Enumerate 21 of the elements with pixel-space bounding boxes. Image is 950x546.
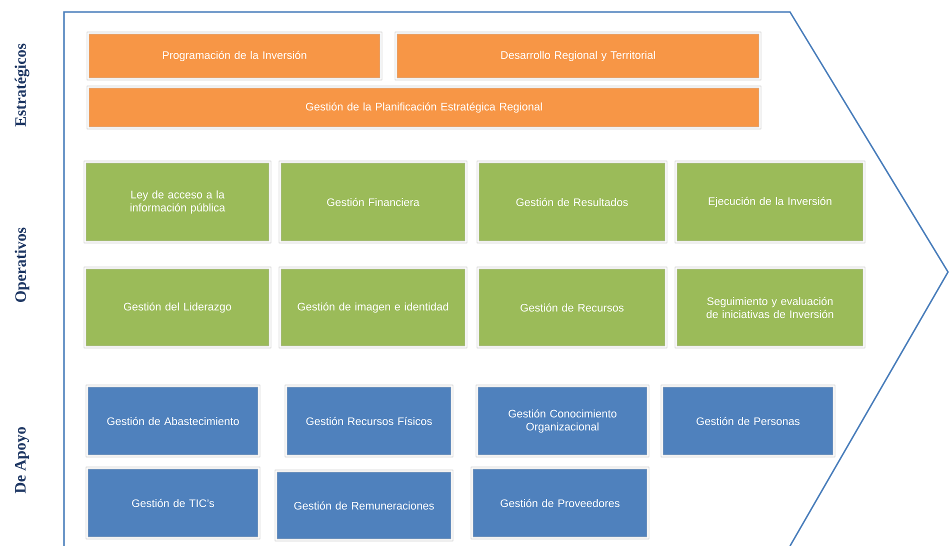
process-box: Gestión de Proveedores xyxy=(470,466,650,540)
process-box: Gestión Conocimiento Organizacional xyxy=(476,384,650,458)
process-box: Gestión de Personas xyxy=(660,384,836,458)
process-box: Ley de acceso a la información pública xyxy=(84,160,272,244)
process-box: Ejecución de la Inversión xyxy=(674,160,866,244)
process-box: Gestión de Abastecimiento xyxy=(86,384,260,458)
process-box: Gestión de Recursos xyxy=(476,266,668,348)
side-label: Estratégicos xyxy=(14,44,30,126)
process-box: Programación de la Inversión xyxy=(86,32,382,80)
process-box: Seguimiento y evaluación de iniciativas de Inversión xyxy=(674,266,866,348)
side-label: Operativos xyxy=(14,228,30,302)
process-box: Gestión de Remuneraciones xyxy=(274,470,454,542)
process-box: Gestión Recursos Físicos xyxy=(284,384,454,458)
process-box: Gestión de la Planificación Estratégica Regional xyxy=(86,86,762,130)
side-label: De Apoyo xyxy=(15,427,29,494)
process-box: Gestión de TIC’s xyxy=(86,466,260,540)
process-box: Gestión de imagen e identidad xyxy=(278,266,468,348)
process-box: Desarrollo Regional y Territorial xyxy=(394,32,762,80)
process-box: Gestión de Resultados xyxy=(476,160,668,244)
process-box: Gestión Financiera xyxy=(278,160,468,244)
process-box: Gestión del Liderazgo xyxy=(84,266,272,348)
